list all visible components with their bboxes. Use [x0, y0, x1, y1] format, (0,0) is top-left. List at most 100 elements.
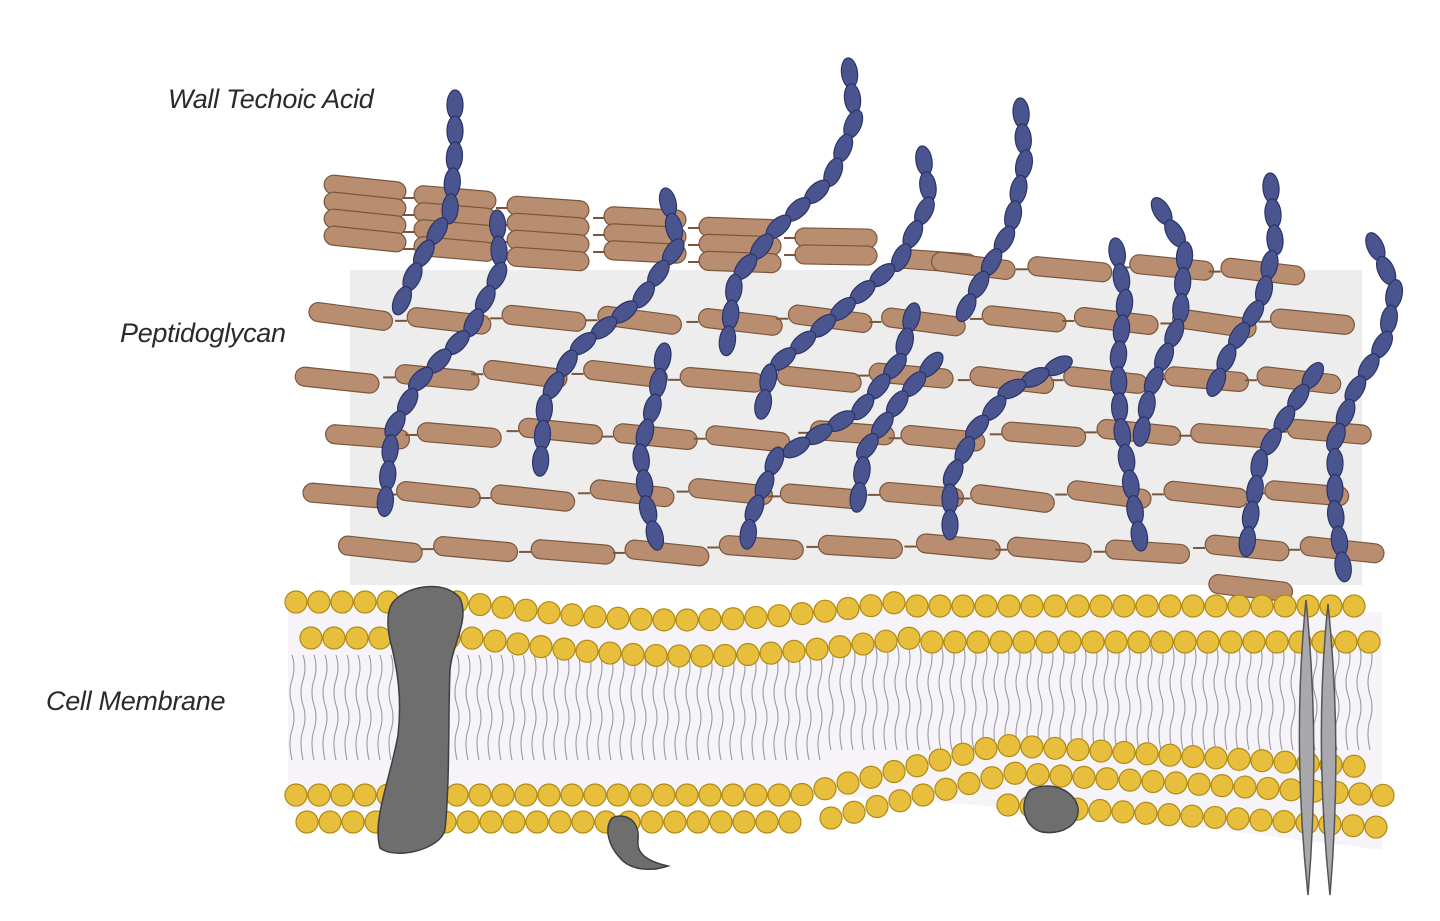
phospholipid-head — [819, 806, 843, 830]
teichoic-acid-unit — [849, 481, 868, 513]
phospholipid-head — [560, 603, 584, 627]
teichoic-acid-chain — [391, 89, 464, 316]
teichoic-acid-chain — [955, 97, 1034, 323]
phospholipid-head — [307, 590, 331, 614]
phospholipid-head — [1158, 594, 1182, 618]
integral-protein — [377, 585, 464, 854]
phospholipid-head — [996, 793, 1020, 817]
peptidoglycan-label: Peptidoglycan — [120, 318, 286, 348]
phospholipid-head — [911, 783, 935, 807]
phospholipid-head — [882, 759, 906, 784]
phospholipid-head — [606, 783, 630, 807]
phospholipid-head — [491, 783, 515, 807]
glycan-strand — [433, 536, 519, 563]
phospholipid-head — [1111, 800, 1135, 824]
phospholipid-head — [1210, 774, 1234, 798]
phospholipid-head — [1348, 782, 1372, 806]
phospholipid-head — [1043, 594, 1067, 618]
phospholipid-head — [583, 783, 607, 807]
teichoic-acid-chain — [632, 342, 672, 551]
phospholipid-head — [928, 594, 952, 618]
glycan-strand — [776, 365, 862, 393]
phospholipid-head — [345, 626, 369, 650]
glycan-strand — [583, 360, 668, 388]
phospholipid-head — [767, 604, 791, 628]
glycan-strand — [416, 422, 502, 448]
teichoic-acid-chain — [531, 187, 685, 477]
phospholipid-head — [629, 607, 653, 631]
phospholipid-head — [1072, 765, 1096, 789]
lipoteichoic-anchor — [1298, 599, 1315, 896]
phospholipid-head — [1219, 630, 1243, 654]
teichoic-acid-unit — [531, 445, 550, 477]
teichoic-acid-chain — [718, 57, 864, 357]
phospholipid-head — [1135, 594, 1159, 618]
phospholipid-head — [1134, 801, 1158, 825]
cell-membrane-layer — [284, 590, 1395, 850]
teichoic-acid-chain — [1206, 172, 1284, 397]
phospholipid-head — [1026, 763, 1050, 787]
phospholipid-head — [1203, 805, 1227, 830]
phospholipid-head — [663, 810, 687, 834]
phospholipid-head — [905, 594, 929, 618]
teichoic-acid-chain — [1132, 197, 1194, 447]
teichoic-acid-chain — [941, 355, 1073, 541]
phospholipid-head — [652, 608, 676, 632]
phospholipid-head — [980, 766, 1004, 790]
teichoic-acid-chain — [1108, 237, 1149, 552]
phospholipid-head — [1334, 630, 1358, 654]
phospholipid-head — [1342, 594, 1366, 618]
phospholipid-head — [525, 810, 549, 834]
glycan-strand — [1027, 256, 1113, 283]
phospholipid-head — [537, 601, 561, 625]
phospholipid-head — [1187, 772, 1211, 796]
teichoic-acid-unit — [754, 388, 773, 420]
phospholipid-head — [790, 782, 814, 807]
phospholipid-head — [460, 626, 484, 650]
phospholipid-head — [491, 595, 515, 620]
phospholipid-head — [675, 608, 699, 632]
glycan-strand — [1006, 536, 1092, 563]
phospholipid-head — [842, 800, 866, 824]
teichoic-acid-unit — [391, 285, 413, 316]
phospholipid-head — [1066, 738, 1090, 762]
phospholipid-head — [1204, 594, 1228, 618]
phospholipid-head — [1141, 769, 1165, 794]
phospholipid-head — [1204, 746, 1228, 770]
phospholipid-head — [583, 605, 607, 629]
phospholipid-head — [1256, 776, 1280, 801]
phospholipid-head — [1250, 749, 1274, 773]
phospholipid-head — [1164, 771, 1188, 795]
glycan-strand — [1270, 308, 1355, 335]
phospholipid-head — [813, 599, 837, 623]
phospholipid-head — [778, 810, 802, 834]
phospholipid-head — [341, 810, 365, 834]
phospholipid-head — [514, 598, 538, 622]
phospholipid-head — [974, 736, 998, 761]
peripheral-protein — [607, 815, 671, 871]
phospholipid-head — [552, 637, 576, 661]
phospholipid-head — [529, 635, 553, 659]
phospholipid-head — [1058, 630, 1082, 654]
phospholipid-head — [1081, 630, 1105, 654]
phospholipid-head — [299, 626, 323, 650]
phospholipid-head — [755, 810, 779, 834]
phospholipid-head — [698, 607, 722, 632]
phospholipid-head — [667, 644, 691, 668]
phospholipid-head — [690, 644, 714, 668]
phospholipid-head — [1089, 739, 1113, 763]
teichoic-acid-unit — [441, 193, 459, 225]
phospholipid-head — [966, 630, 990, 654]
phospholipid-head — [1279, 778, 1303, 802]
phospholipid-head — [1049, 764, 1073, 788]
phospholipid-head — [1150, 630, 1174, 654]
phospholipid-head — [640, 810, 664, 834]
phospholipid-head — [548, 810, 572, 834]
glycan-strand — [697, 308, 783, 336]
phospholipid-head — [1181, 744, 1205, 769]
peripheral-protein — [1023, 785, 1079, 834]
phospholipid-head — [686, 810, 710, 834]
phospholipid-head — [813, 777, 837, 801]
phospholipid-head — [468, 783, 492, 807]
